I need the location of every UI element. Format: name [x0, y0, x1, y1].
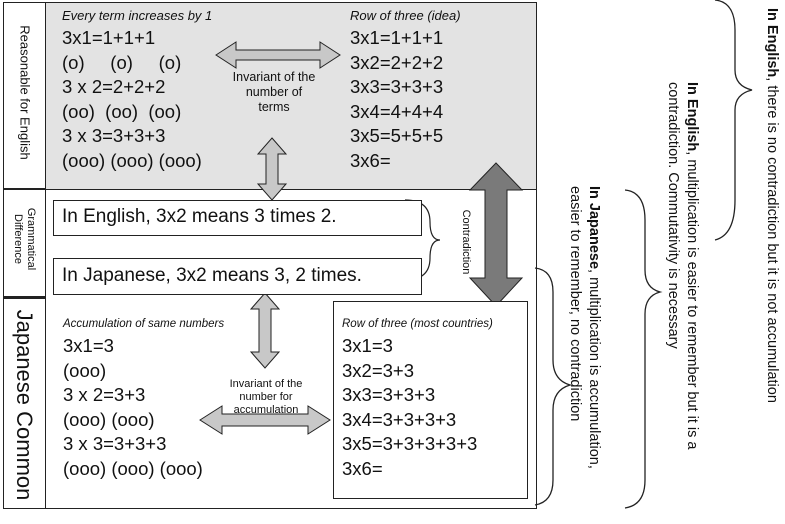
label-column [3, 2, 46, 509]
equation-line: (o) (o) (o) [62, 51, 182, 73]
equation-line: 3x2=3+3 [342, 359, 415, 381]
equation-line: 3x6= [342, 457, 383, 479]
invariant-terms-label: Invariant of the number of terms [232, 70, 316, 114]
equation-line: 3x5=3+3+3+3+3 [342, 433, 478, 454]
equation-line: (ooo) [63, 359, 107, 381]
top-left-equations: 3x1=1+1+1 (o) (o) (o) 3 x 2=2+2+2 (oo) (… [62, 26, 202, 173]
japanese-meaning-text: In Japanese, 3x2 means 3, 2 times. [62, 265, 362, 286]
equation-line: (ooo) (ooo) (ooo) [62, 149, 202, 171]
equation-line: 3x1=3 [342, 335, 393, 356]
side-note-japanese-accumulation: In Japanese, multiplication is accumulat… [565, 186, 603, 506]
top-section [46, 3, 536, 190]
top-left-heading: Every term increases by 1 [62, 8, 213, 23]
brace-middle [624, 189, 663, 509]
equation-line: (ooo) (ooo) (ooo) [63, 457, 203, 479]
equation-line: 3x4=3+3+3+3 [342, 408, 457, 430]
bottom-left-equations: 3x1=3 (ooo) 3 x 2=3+3 (ooo) (ooo) 3 x 3=… [63, 334, 203, 481]
side-note-bold: In English [684, 82, 700, 152]
label-divider-1 [3, 188, 46, 190]
equation-line: 3x3=3+3+3 [350, 76, 444, 97]
equation-line: 3x5=5+5+5 [350, 125, 444, 146]
contradiction-arrow [468, 162, 524, 307]
equation-line: 3x4=4+4+4 [350, 100, 444, 122]
most-countries-box [333, 301, 528, 499]
contradiction-label: Contradiction [460, 209, 472, 275]
double-arrow-vertical-bottom [249, 292, 281, 369]
invariant-accumulation-label: Invariant of the number for accumulation [229, 378, 303, 416]
brace-bottom [534, 267, 573, 506]
language-bracket [404, 199, 441, 281]
side-note-bold: In English [764, 8, 780, 78]
double-arrow-vertical-top [256, 137, 288, 201]
top-right-heading: Row of three (idea) [350, 8, 461, 23]
top-right-equations: 3x1=1+1+1 3x2=2+2+2 3x3=3+3+3 3x4=4+4+4 … [350, 26, 443, 173]
equation-line: 3x1=1+1+1 [62, 27, 156, 48]
label-divider-2 [3, 296, 46, 299]
english-meaning-box: In English, 3x2 means 3 times 2. [53, 200, 422, 236]
japanese-meaning-box: In Japanese, 3x2 means 3, 2 times. [53, 258, 422, 295]
equation-line: 3x3=3+3+3 [342, 384, 436, 405]
brace-top [714, 0, 753, 241]
equation-line: 3 x 3=3+3+3 [62, 125, 166, 146]
english-meaning-text: In English, 3x2 means 3 times 2. [62, 206, 337, 227]
bottom-right-equations: 3x1=3 3x2=3+3 3x3=3+3+3 3x4=3+3+3+3 3x5=… [342, 334, 477, 481]
side-note-bold: In Japanese [586, 186, 602, 270]
equation-line: 3 x 3=3+3+3 [63, 433, 167, 454]
equation-line: (oo) (oo) (oo) [62, 100, 182, 122]
double-arrow-horizontal-top [215, 41, 341, 69]
equation-line: 3x2=2+2+2 [350, 51, 444, 73]
equation-line: 3x1=1+1+1 [350, 27, 444, 48]
equation-line: 3 x 2=3+3 [63, 384, 146, 405]
side-note-text: , there is no contradiction but it is no… [764, 77, 780, 403]
equation-line: 3 x 2=2+2+2 [62, 76, 166, 97]
bottom-right-heading: Row of three (most countries) [342, 318, 493, 330]
equation-line: 3x1=3 [63, 335, 114, 356]
equation-line: 3x6= [350, 149, 391, 171]
bottom-left-heading: Accumulation of same numbers [63, 318, 225, 330]
double-arrow-horizontal-bottom [199, 405, 331, 435]
side-note-english-commutativity: In English, multiplication is easier to … [663, 82, 701, 512]
side-note-english-no-contradiction: In English, there is no contradiction bu… [762, 8, 781, 468]
equation-line: (ooo) (ooo) [63, 408, 155, 430]
